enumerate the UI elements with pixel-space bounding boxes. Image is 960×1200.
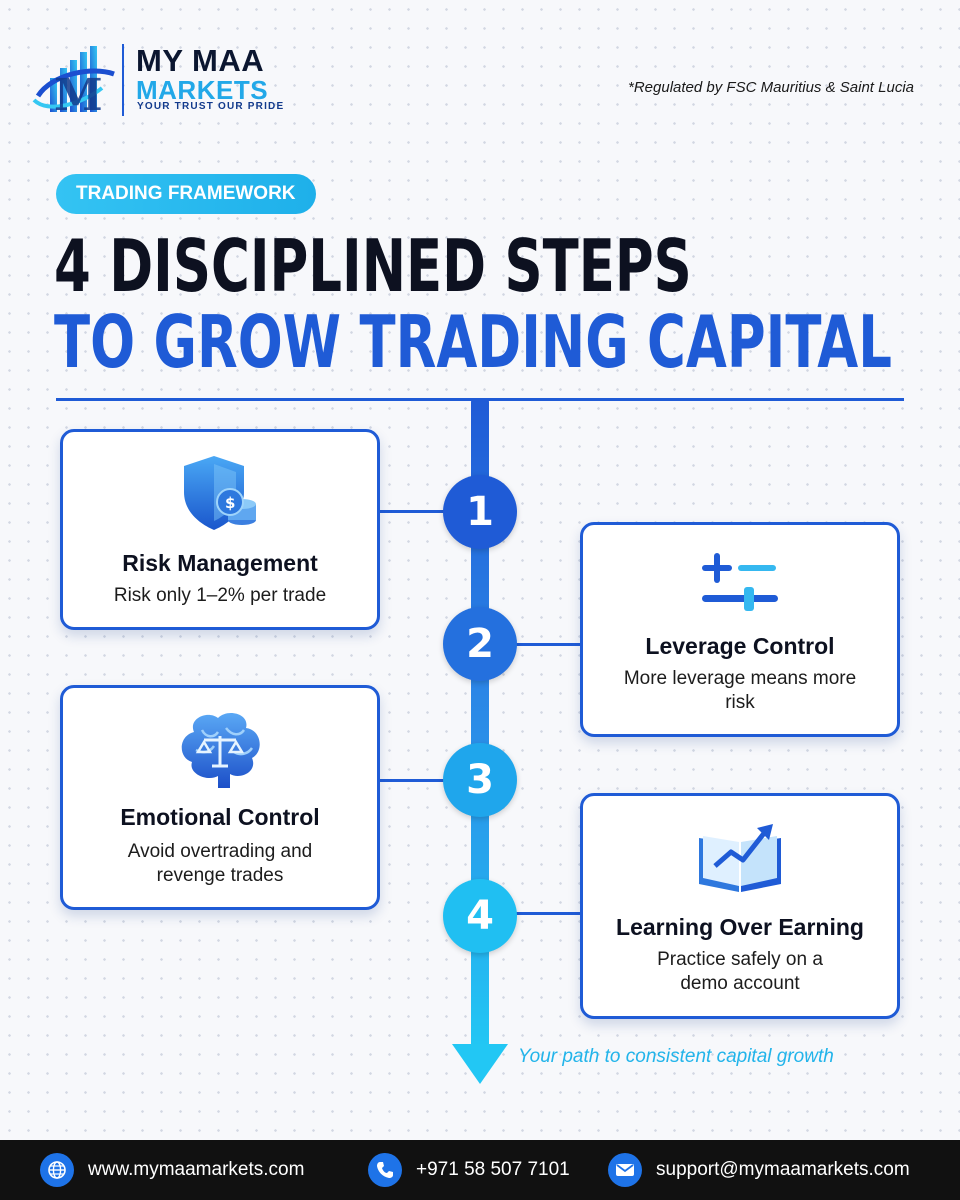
- shield-coins-icon: $: [178, 454, 262, 534]
- globe-icon: [40, 1153, 74, 1187]
- brand-tagline: YOUR TRUST OUR PRIDE: [137, 101, 285, 112]
- step-connector: [512, 912, 584, 915]
- step-connector: [378, 510, 448, 513]
- website-link[interactable]: www.mymaamarkets.com: [88, 1159, 305, 1180]
- step-description: Avoid overtrading and revenge trades: [127, 841, 313, 886]
- book-growth-icon: [695, 814, 785, 894]
- svg-text:$: $: [225, 494, 235, 512]
- step-card-learning-over-earning: Learning Over Earning Practice safely on…: [580, 793, 900, 1019]
- timeline-arrow-icon: [452, 1044, 508, 1084]
- step-title: Learning Over Earning: [616, 914, 864, 940]
- step-title: Risk Management: [122, 550, 318, 576]
- step-connector: [512, 643, 584, 646]
- step-number-2: 2: [443, 607, 517, 681]
- step-card-risk-management: $ Risk Management Risk only 1–2% per tra…: [60, 429, 380, 630]
- step-description: Risk only 1–2% per trade: [113, 585, 327, 606]
- footer-bar: [0, 1140, 960, 1200]
- brand-name: MY MAA: [136, 43, 265, 78]
- path-caption: Your path to consistent capital growth: [518, 1046, 834, 1067]
- mail-icon: [608, 1153, 642, 1187]
- step-card-emotional-control: Emotional Control Avoid overtrading and …: [60, 685, 380, 910]
- step-number-3: 3: [443, 743, 517, 817]
- page-title-line2: TO GROW TRADING CAPITAL: [54, 300, 892, 384]
- brand-logo-icon: M: [32, 44, 116, 121]
- step-title: Emotional Control: [120, 804, 320, 830]
- svg-text:M: M: [54, 70, 103, 118]
- footer-email[interactable]: support@mymaamarkets.com: [608, 1153, 910, 1187]
- regulation-note: *Regulated by FSC Mauritius & Saint Luci…: [628, 79, 914, 96]
- step-title: Leverage Control: [645, 633, 835, 659]
- footer-phone[interactable]: +971 58 507 7101: [368, 1153, 570, 1187]
- category-pill: TRADING FRAMEWORK: [56, 174, 316, 214]
- step-description: More leverage means more risk: [623, 668, 857, 713]
- slider-controls-icon: [698, 551, 782, 615]
- brain-scales-icon: [174, 708, 266, 792]
- footer-website[interactable]: www.mymaamarkets.com: [40, 1153, 304, 1187]
- step-connector: [378, 779, 448, 782]
- logo-divider: [122, 44, 124, 116]
- phone-number[interactable]: +971 58 507 7101: [416, 1159, 570, 1180]
- phone-icon: [368, 1153, 402, 1187]
- brand-name-secondary: MARKETS: [136, 75, 269, 105]
- step-number-1: 1: [443, 475, 517, 549]
- page-title-line1: 4 DISCIPLINED STEPS: [54, 224, 692, 308]
- title-underline: [56, 398, 904, 401]
- step-card-leverage-control: Leverage Control More leverage means mor…: [580, 522, 900, 737]
- step-description: Practice safely on a demo account: [657, 949, 823, 994]
- email-link[interactable]: support@mymaamarkets.com: [656, 1159, 910, 1180]
- step-number-4: 4: [443, 879, 517, 953]
